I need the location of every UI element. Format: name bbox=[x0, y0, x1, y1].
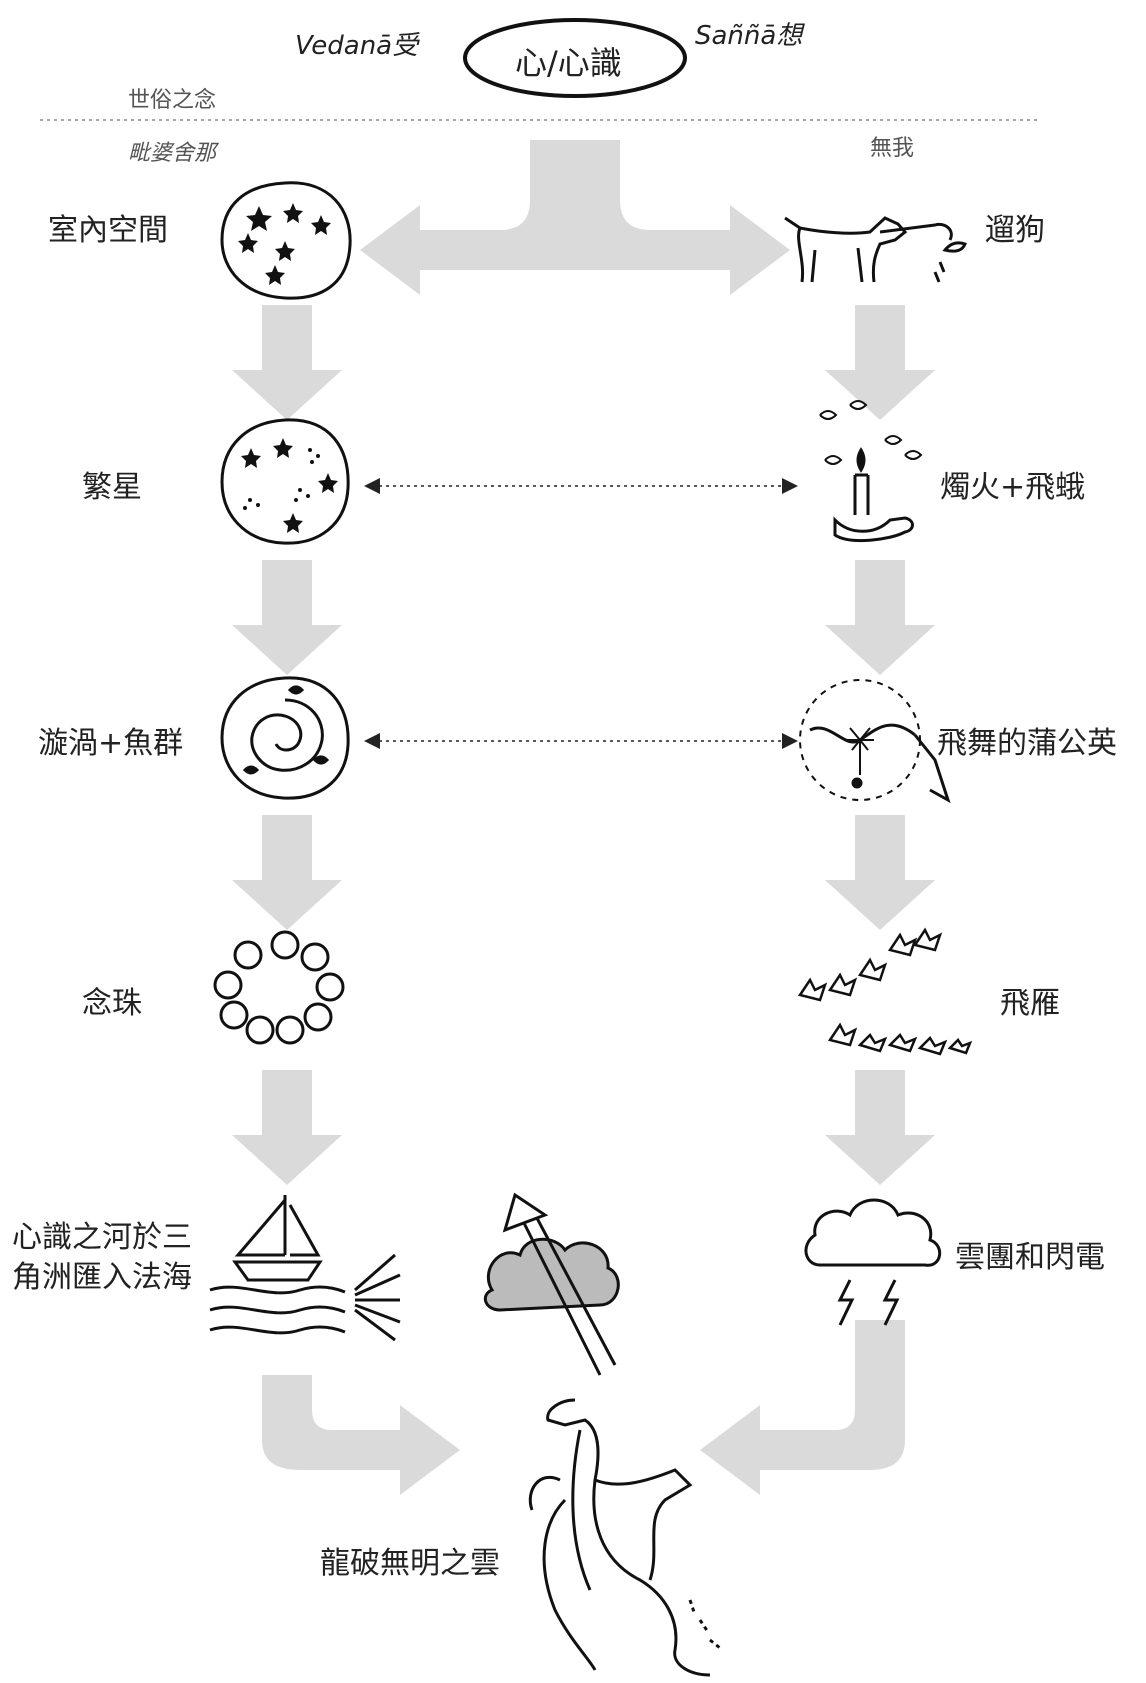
sailboat-river-icon bbox=[209, 1195, 401, 1342]
vipassana-label: 毗婆舍那 bbox=[128, 141, 217, 166]
right-flow-arrows bbox=[825, 305, 935, 1185]
dog-walking-icon bbox=[784, 216, 967, 283]
center-node-label: 心/心識 bbox=[515, 44, 622, 82]
flying-geese-icon bbox=[797, 927, 973, 1056]
starry-circle-icon bbox=[220, 418, 350, 545]
vortex-fish-icon bbox=[220, 676, 350, 800]
right-label-1: 遛狗 bbox=[985, 213, 1045, 248]
anatta-label: 無我 bbox=[870, 136, 915, 161]
right-label-2: 燭火+飛蛾 bbox=[940, 470, 1086, 505]
dandelion-icon bbox=[799, 679, 951, 804]
dragon-icon bbox=[528, 1398, 721, 1677]
candle-moth-icon bbox=[819, 400, 923, 542]
left-label-1: 室內空間 bbox=[48, 213, 168, 248]
cloud-lightning-icon bbox=[804, 1198, 941, 1326]
mind-node bbox=[463, 18, 687, 98]
right-label-3: 飛舞的蒲公英 bbox=[937, 726, 1117, 761]
stars-circle-icon bbox=[220, 181, 352, 300]
converge-arrows bbox=[262, 1320, 905, 1495]
arrow-through-cloud-icon bbox=[483, 1192, 620, 1376]
prayer-beads-icon bbox=[213, 930, 345, 1045]
left-label-2: 繁星 bbox=[82, 470, 142, 505]
left-label-4: 念珠 bbox=[82, 986, 142, 1021]
split-arrow bbox=[360, 140, 790, 295]
final-label: 龍破無明之雲 bbox=[320, 1546, 500, 1581]
sanna-label: Saññā想 bbox=[695, 21, 803, 51]
right-label-4: 飛雁 bbox=[1000, 986, 1060, 1021]
vedana-label: Vedanā受 bbox=[295, 31, 419, 61]
right-label-5: 雲團和閃電 bbox=[955, 1240, 1105, 1275]
left-label-5: 心識之河於三角洲匯入法海 bbox=[12, 1220, 192, 1295]
worldly-thought-label: 世俗之念 bbox=[128, 88, 217, 113]
left-label-3: 漩渦+魚群 bbox=[38, 726, 184, 761]
left-flow-arrows bbox=[232, 305, 342, 1185]
